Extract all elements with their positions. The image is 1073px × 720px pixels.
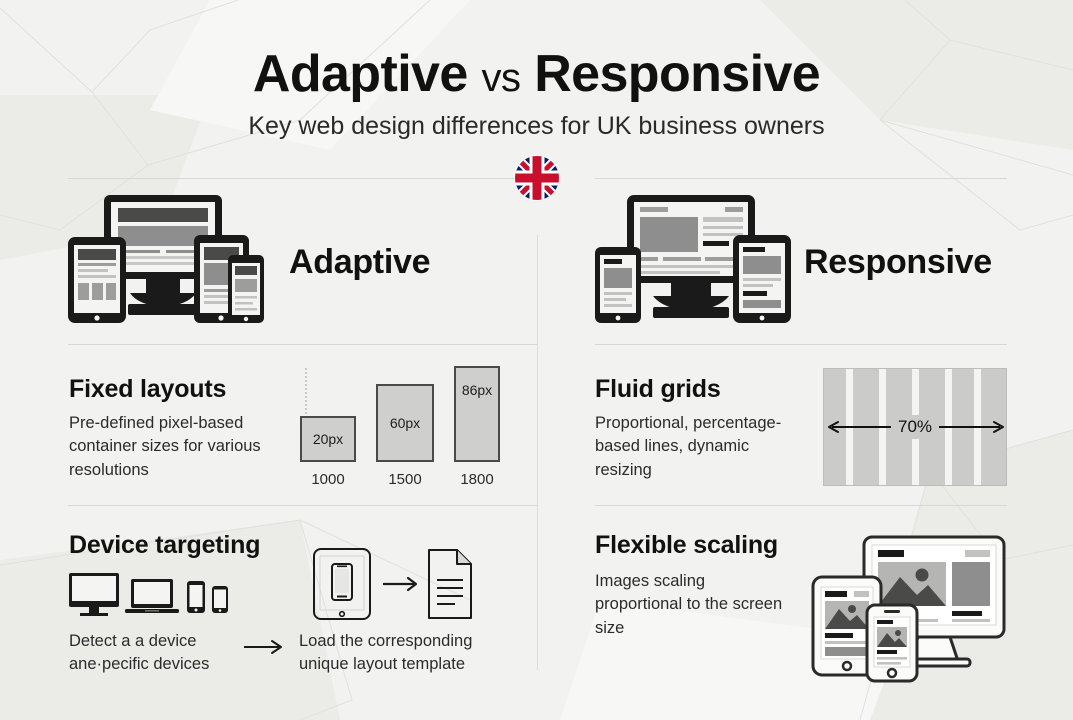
divider-top-right (595, 178, 1007, 179)
fluid-grid-diagram: 70% (823, 368, 1007, 486)
document-icon (428, 549, 472, 619)
column-heading-adaptive: Adaptive (289, 243, 431, 281)
uk-flag-icon (514, 155, 560, 201)
fixed-layouts-bar-chart: 20px 60px 86px 1000 1500 1800 (300, 366, 500, 488)
section-body-fixed-layouts: Pre-defined pixel-based container sizes … (69, 414, 261, 479)
section-heading-flexible-scaling: Flexible scaling (595, 531, 778, 559)
title-vs: vs (481, 56, 521, 100)
page-title: Adaptive vs Responsive (0, 44, 1073, 104)
arrow-right-icon (244, 640, 282, 654)
responsive-devices-icon (595, 195, 791, 323)
title-responsive: Responsive (534, 45, 821, 103)
caption-detect-device: Detect a a device ane·pecific devices (69, 632, 210, 674)
section-body-flexible-scaling: Images scaling proportional to the scree… (595, 572, 783, 637)
bar-1000: 20px (300, 416, 356, 462)
title-adaptive: Adaptive (252, 45, 468, 103)
bar-category-1000: 1000 (311, 471, 345, 488)
device-row-icon (69, 573, 228, 616)
chart-dotted-guide (305, 368, 307, 430)
divider-vertical-center (537, 235, 538, 670)
tablet-phone-icon (313, 548, 371, 620)
section-heading-fixed-layouts: Fixed layouts (69, 375, 227, 403)
device-to-template-flow-icon (313, 548, 472, 620)
divider-low-left (68, 505, 538, 506)
divider-mid-left (68, 344, 538, 345)
scaling-devices-icon (811, 535, 1006, 683)
caption-load-template: Load the corresponding unique layout tem… (299, 632, 473, 674)
divider-top-left (68, 178, 538, 179)
section-heading-device-targeting: Device targeting (69, 531, 261, 559)
bar-value-label-1000: 20px (312, 431, 344, 447)
column-heading-responsive: Responsive (804, 243, 992, 281)
bar-category-1800: 1800 (460, 471, 494, 488)
divider-low-right (595, 505, 1007, 506)
chart-bars: 20px 60px 86px (300, 366, 500, 462)
adaptive-devices-icon (68, 195, 264, 323)
bar-1500: 60px (376, 384, 434, 462)
fluid-grid-percent-label: 70% (890, 415, 940, 439)
divider-mid-right (595, 344, 1007, 345)
section-body-fluid-grids: Proportional, percentage-based lines, dy… (595, 414, 782, 479)
arrow-right-icon (383, 576, 418, 592)
section-heading-fluid-grids: Fluid grids (595, 375, 721, 403)
bar-1800: 86px (454, 366, 500, 462)
bar-value-label-1800: 86px (461, 382, 493, 398)
bar-value-label-1500: 60px (389, 415, 421, 431)
chart-category-labels: 1000 1500 1800 (300, 471, 500, 488)
bar-category-1500: 1500 (388, 471, 422, 488)
page-subtitle: Key web design differences for UK busine… (248, 112, 825, 140)
